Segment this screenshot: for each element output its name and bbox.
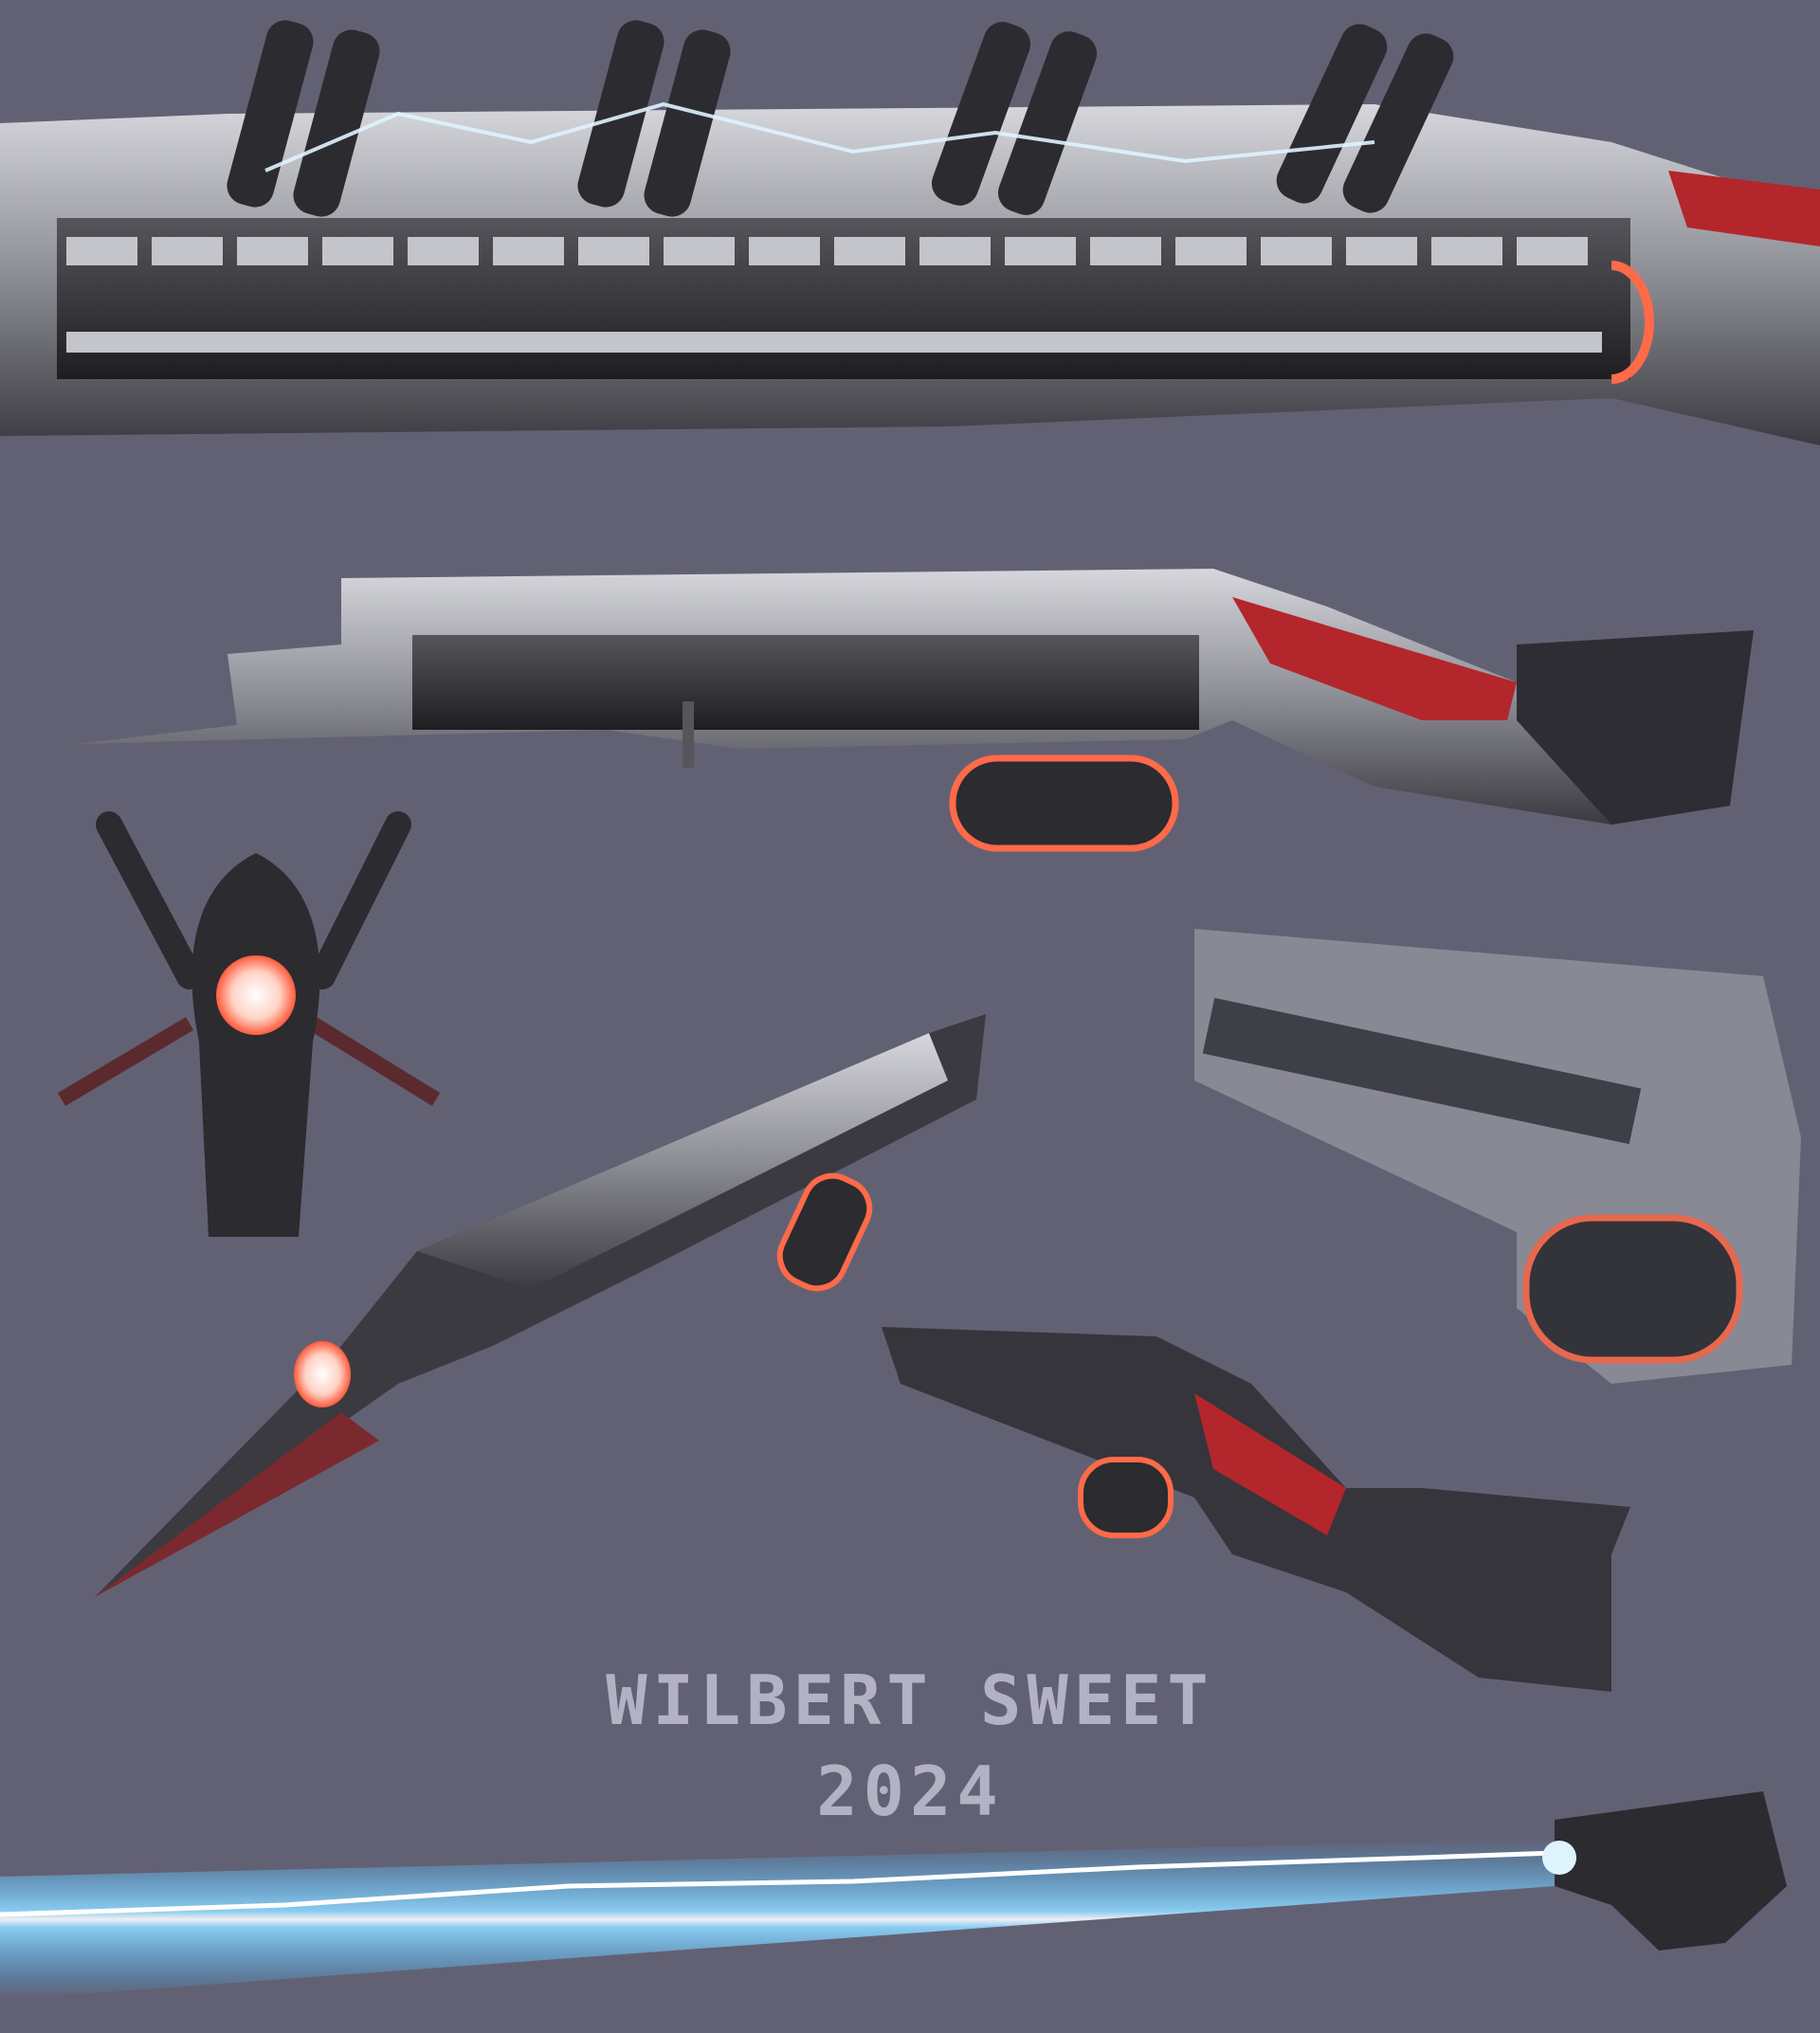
gun-three-quarter-rear xyxy=(1194,929,1801,1384)
gun-side-full xyxy=(76,569,1754,852)
gun-firing-beam xyxy=(0,1791,1787,2000)
gun-three-quarter-small xyxy=(882,1327,1630,1692)
gun-front-view xyxy=(57,811,441,1237)
artist-credit-year: 2024 xyxy=(816,1752,1004,1831)
artist-credit-name: WILBERT SWEET xyxy=(606,1661,1214,1740)
gun-side-closeup xyxy=(0,20,1820,445)
gun-three-quarter-front xyxy=(95,1014,986,1597)
